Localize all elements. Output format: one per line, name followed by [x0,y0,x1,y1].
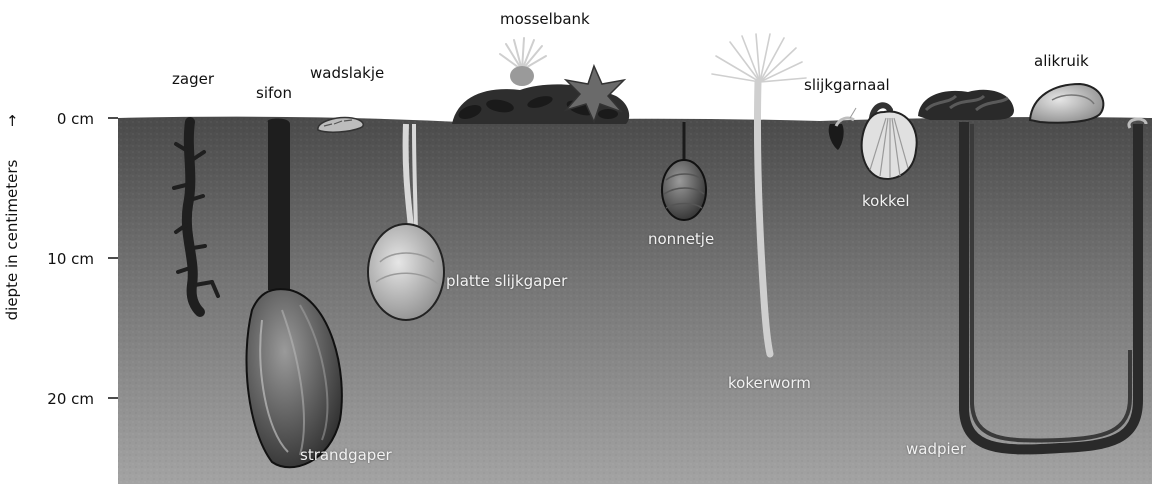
tick-label-10cm: 10 cm [47,250,94,268]
label-kokkel: kokkel [862,194,910,209]
label-zager: zager [172,72,214,87]
label-sifon: sifon [256,86,292,101]
sea-anemone [500,38,546,70]
tick-label-20cm: 20 cm [47,390,94,408]
label-kokerworm: kokerworm [728,376,811,391]
label-mosselbank: mosselbank [500,12,590,27]
mosselbank-mussel-bed [452,38,629,124]
depth-axis-title: diepte in centimeters [3,95,21,385]
label-strandgaper: strandgaper [300,448,392,463]
label-platte-slijkgaper: platte slijkgaper [446,274,567,289]
kokkel-cockle [862,105,917,179]
label-slijkgarnaal: slijkgarnaal [804,78,890,93]
tick-label-0cm: 0 cm [57,110,94,128]
label-nonnetje: nonnetje [648,232,714,247]
depth-axis [108,118,118,398]
label-wadslakje: wadslakje [310,66,384,81]
up-arrow-icon: ↑ [6,112,19,130]
label-alikruik: alikruik [1034,54,1089,69]
alikruik-periwinkle [1030,84,1103,123]
label-wadpier: wadpier [906,442,966,457]
